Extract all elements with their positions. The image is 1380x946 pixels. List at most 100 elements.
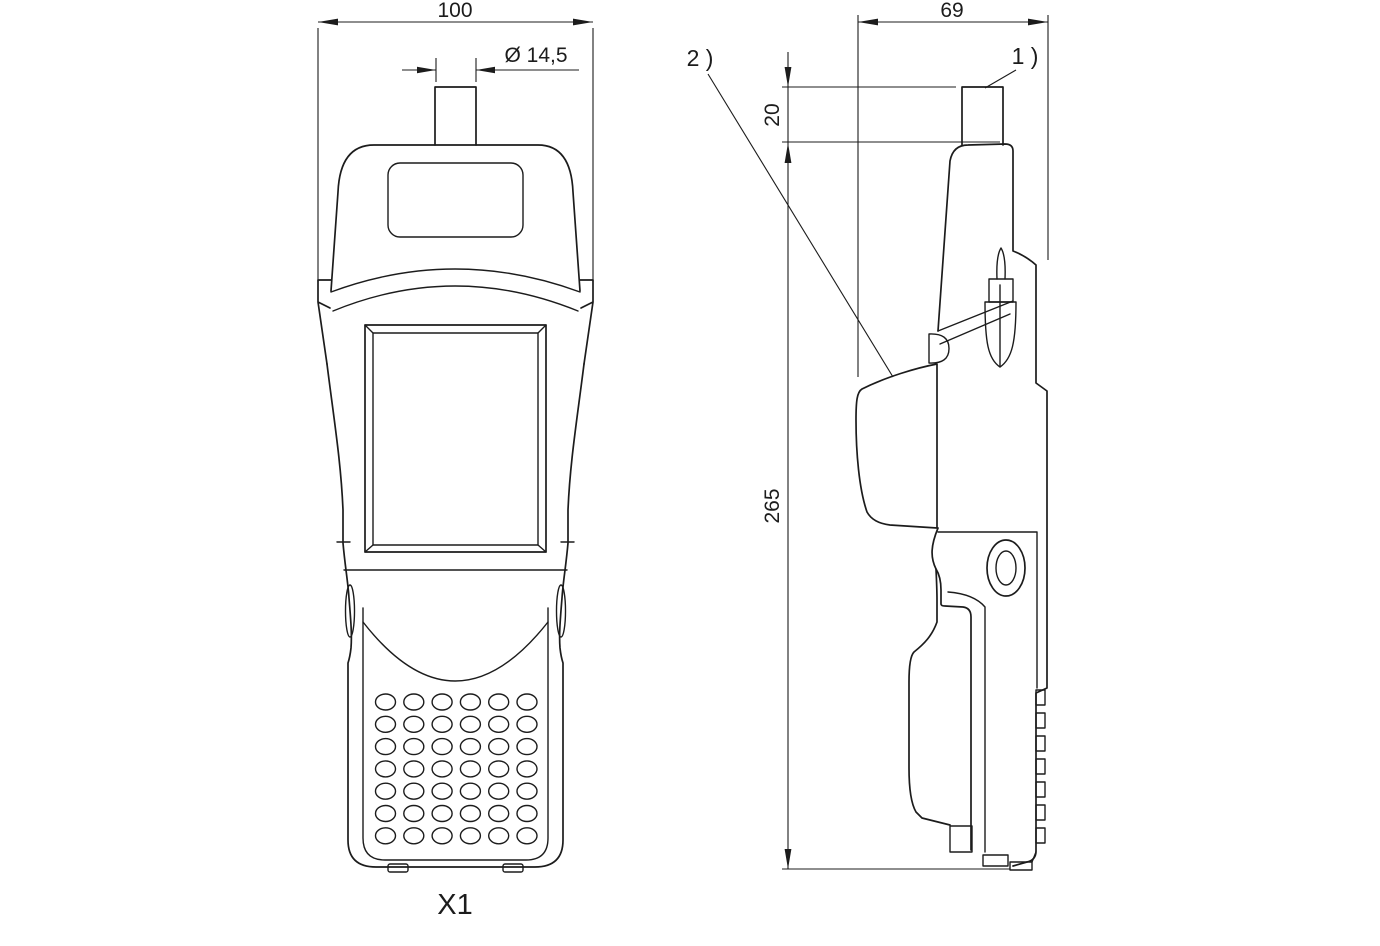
base-step xyxy=(982,854,1009,867)
keypad-key xyxy=(403,782,425,800)
rear-connector-comb xyxy=(1035,689,1046,844)
keypad-key xyxy=(459,715,482,733)
strap-ring-inner xyxy=(995,550,1017,586)
keypad-key xyxy=(403,737,425,756)
side-silhouette xyxy=(937,143,1048,867)
keypad-key xyxy=(516,693,538,711)
arrowhead-right xyxy=(476,66,495,74)
extension-tick xyxy=(435,58,477,82)
dim-depth-label: 69 xyxy=(940,0,963,22)
keypad-key xyxy=(459,804,482,823)
lower-front-bulge xyxy=(908,568,951,826)
keypad-key xyxy=(488,715,510,733)
trigger-knob xyxy=(928,333,950,364)
antenna-side xyxy=(961,86,1004,146)
keypad-key xyxy=(431,782,453,800)
grip-lens-left xyxy=(344,584,356,638)
extension-line xyxy=(317,28,594,282)
callouts: 2 ) 1 ) xyxy=(687,43,1039,378)
keypad-key xyxy=(516,804,538,823)
stylus-tip xyxy=(996,247,1006,280)
connector-tooth xyxy=(1035,689,1046,706)
connector-tooth xyxy=(1035,781,1046,798)
dim-width-label: 100 xyxy=(437,0,472,22)
base-foot-right xyxy=(1009,861,1033,871)
keypad-key xyxy=(516,782,538,800)
keypad-key xyxy=(488,737,510,756)
keypad-key xyxy=(431,804,453,823)
side-tab-right xyxy=(579,279,594,365)
connector-tooth xyxy=(1035,735,1046,752)
dim-total-height-label: 265 xyxy=(761,488,784,523)
connector-label: X1 xyxy=(437,889,472,921)
keypad-key xyxy=(374,715,397,733)
keypad-key xyxy=(488,782,510,800)
keypad-key xyxy=(516,760,538,778)
keypad-key xyxy=(403,804,425,823)
callout-2-leader xyxy=(707,73,894,378)
dim-antenna-diameter: Ø 14,5 xyxy=(402,44,579,82)
keypad-key xyxy=(374,804,397,823)
keypad-key xyxy=(516,827,538,845)
keypad-key xyxy=(459,693,482,711)
front-boot xyxy=(855,363,938,529)
dim-heights: 20 265 xyxy=(761,52,1010,870)
arrowhead-right xyxy=(1028,18,1048,26)
display-outer xyxy=(364,324,547,553)
keypad-key xyxy=(431,760,453,778)
extension-line xyxy=(857,15,1049,377)
scan-window xyxy=(387,162,524,238)
keypad-key xyxy=(488,804,510,823)
keypad-key xyxy=(488,693,510,711)
arrowhead-left xyxy=(417,66,436,74)
callout-2-label: 2 ) xyxy=(687,45,714,71)
strap-ring-outer xyxy=(986,539,1026,597)
handle-front xyxy=(931,527,972,851)
arrowhead-left xyxy=(318,18,338,26)
keypad-key xyxy=(431,737,453,756)
side-view: 69 20 265 2 ) 1 ) xyxy=(687,0,1049,871)
keypad-key xyxy=(403,827,425,845)
dim-antenna-height-label: 20 xyxy=(761,103,784,126)
keypad-key xyxy=(374,827,397,845)
front-view: 100 Ø 14,5 xyxy=(317,0,594,921)
seam-arc-inner xyxy=(332,285,579,312)
base-corner xyxy=(1031,851,1037,863)
keypad-key xyxy=(403,760,425,778)
keypad xyxy=(374,693,538,845)
deck-bottom-line xyxy=(937,531,1038,689)
keypad-key xyxy=(374,782,397,800)
arrowhead-up xyxy=(784,143,792,163)
stylus xyxy=(984,247,1017,368)
dim-depth: 69 xyxy=(857,0,1049,377)
keypad-panel xyxy=(362,607,549,861)
foot-left xyxy=(387,863,409,873)
stylus-holder-clip xyxy=(988,278,1014,303)
display-inner xyxy=(372,332,539,546)
keypad-key xyxy=(516,737,538,756)
grip-lens-right xyxy=(555,584,567,638)
keypad-key xyxy=(488,827,510,845)
stylus-body xyxy=(984,301,1017,368)
connector-tooth xyxy=(1035,804,1046,821)
keypad-key xyxy=(403,715,425,733)
display-bevel xyxy=(364,324,547,553)
connector-tooth xyxy=(1035,758,1046,775)
dim-diameter-label: Ø 14,5 xyxy=(504,44,567,67)
arrowhead-right xyxy=(573,18,593,26)
handle-inner-edge xyxy=(947,591,986,853)
callout-1-label: 1 ) xyxy=(1012,43,1039,69)
keypad-top-arc xyxy=(362,621,549,682)
keypad-key xyxy=(459,782,482,800)
keypad-key xyxy=(431,715,453,733)
callout-1-leader xyxy=(984,69,1017,89)
arrowhead-left xyxy=(858,18,878,26)
keypad-key xyxy=(459,760,482,778)
keypad-key xyxy=(374,693,397,711)
dim-width: 100 xyxy=(317,0,594,282)
antenna-front xyxy=(434,86,477,146)
foot-right xyxy=(502,863,524,873)
keypad-key xyxy=(374,737,397,756)
